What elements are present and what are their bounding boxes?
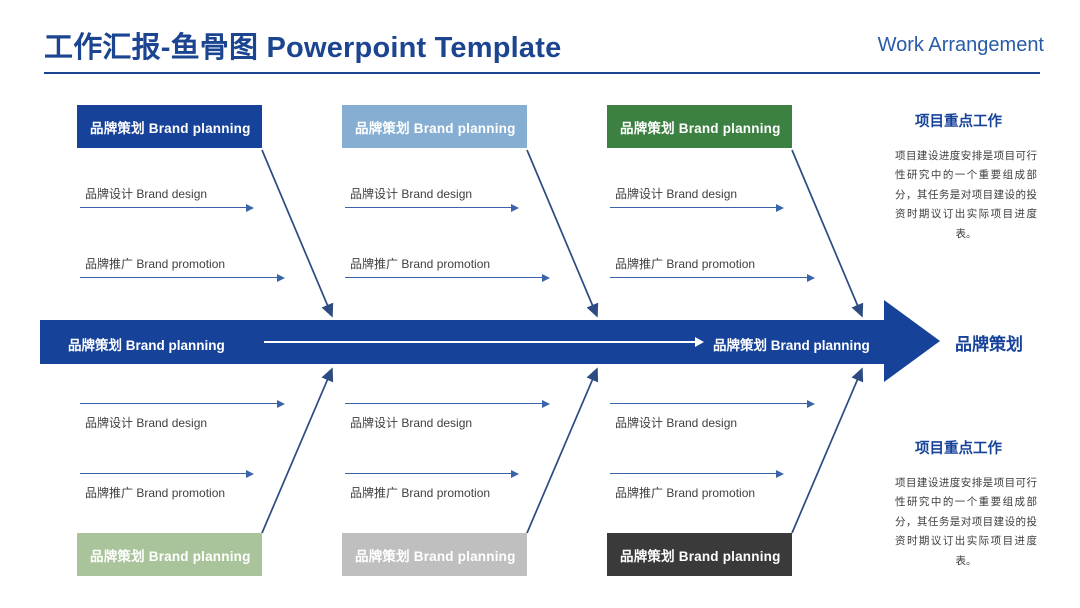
info-panel-bottom-body: 项目建设进度安排是项目可行性研究中的一个重要组成部分，其任务是对项目建设的投资时… bbox=[895, 477, 1037, 567]
cause-arrow-bottom-3-b bbox=[610, 469, 784, 479]
category-box-bottom-3[interactable]: 品牌策划 Brand planning bbox=[607, 533, 792, 576]
cause-arrow-top-1-a bbox=[80, 203, 254, 213]
spine-inner-arrow bbox=[264, 337, 704, 347]
cause-label-bottom-3-b: 品牌推广 Brand promotion bbox=[615, 486, 756, 500]
category-label: 品牌策划 Brand planning bbox=[620, 548, 781, 564]
info-panel-top-body: 项目建设进度安排是项目可行性研究中的一个重要组成部分，其任务是对项目建设的投资时… bbox=[895, 150, 1037, 240]
cause-label-top-3-b: 品牌推广 Brand promotion bbox=[615, 257, 756, 271]
cause-arrow-bottom-3-a bbox=[610, 399, 815, 409]
cause-label-top-3-a: 品牌设计 Brand design bbox=[615, 187, 738, 201]
category-box-top-2[interactable]: 品牌策划 Brand planning bbox=[342, 105, 527, 148]
category-box-bottom-2[interactable]: 品牌策划 Brand planning bbox=[342, 533, 527, 576]
page-subtitle: Work Arrangement bbox=[877, 34, 1044, 56]
spine-label-left: 品牌策划 Brand planning bbox=[68, 338, 225, 353]
cause-label-bottom-2-b: 品牌推广 Brand promotion bbox=[350, 486, 491, 500]
cause-arrow-top-2-b bbox=[345, 273, 550, 283]
category-label: 品牌策划 Brand planning bbox=[620, 120, 781, 136]
cause-arrow-bottom-2-a bbox=[345, 399, 550, 409]
cause-arrow-top-3-b bbox=[610, 273, 815, 283]
cause-label-top-1-b: 品牌推广 Brand promotion bbox=[85, 257, 226, 271]
fishbone-spine-arrowhead bbox=[884, 300, 940, 382]
category-label: 品牌策划 Brand planning bbox=[90, 120, 251, 136]
cause-arrow-top-1-b bbox=[80, 273, 285, 283]
info-panel-bottom-title: 项目重点工作 bbox=[915, 441, 1002, 457]
category-label: 品牌策划 Brand planning bbox=[355, 548, 516, 564]
cause-label-bottom-3-a: 品牌设计 Brand design bbox=[615, 416, 738, 430]
cause-arrow-bottom-1-b bbox=[80, 469, 254, 479]
cause-label-top-2-b: 品牌推广 Brand promotion bbox=[350, 257, 491, 271]
cause-arrow-top-2-a bbox=[345, 203, 519, 213]
page-title: 工作汇报-鱼骨图 Powerpoint Template bbox=[44, 32, 562, 64]
cause-arrow-top-3-a bbox=[610, 203, 784, 213]
cause-arrow-bottom-1-a bbox=[80, 399, 285, 409]
cause-arrow-bottom-2-b bbox=[345, 469, 519, 479]
fishbone-effect-label: 品牌策划 bbox=[955, 335, 1023, 354]
header-divider bbox=[44, 72, 1040, 74]
cause-label-bottom-2-a: 品牌设计 Brand design bbox=[350, 416, 473, 430]
cause-label-top-2-a: 品牌设计 Brand design bbox=[350, 187, 473, 201]
info-panel-top-title: 项目重点工作 bbox=[915, 114, 1002, 130]
category-label: 品牌策划 Brand planning bbox=[90, 548, 251, 564]
category-box-top-3[interactable]: 品牌策划 Brand planning bbox=[607, 105, 792, 148]
spine-label-right: 品牌策划 Brand planning bbox=[713, 338, 870, 353]
category-box-top-1[interactable]: 品牌策划 Brand planning bbox=[77, 105, 262, 148]
category-box-bottom-1[interactable]: 品牌策划 Brand planning bbox=[77, 533, 262, 576]
category-label: 品牌策划 Brand planning bbox=[355, 120, 516, 136]
cause-label-top-1-a: 品牌设计 Brand design bbox=[85, 187, 208, 201]
cause-label-bottom-1-b: 品牌推广 Brand promotion bbox=[85, 486, 226, 500]
cause-label-bottom-1-a: 品牌设计 Brand design bbox=[85, 416, 208, 430]
